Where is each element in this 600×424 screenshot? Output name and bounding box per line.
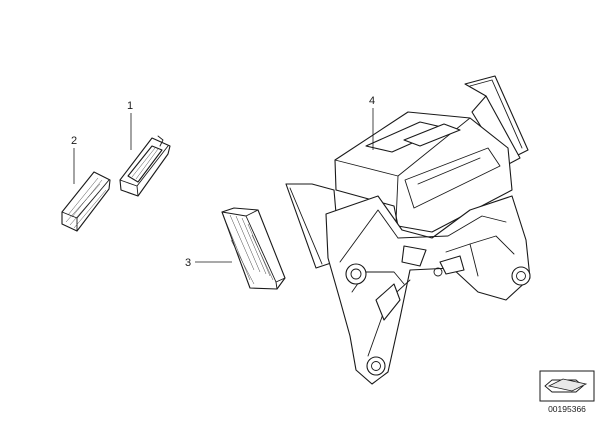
callout-label-3: 3 — [185, 257, 191, 269]
reference-box: 00195366 — [539, 370, 595, 414]
callout-label-2: 2 — [71, 135, 77, 147]
callout-4: 4 — [369, 95, 375, 150]
callout-2: 2 — [71, 135, 77, 184]
part-3-rectangular-reflector — [221, 207, 286, 290]
part-1-reflector-bracket — [119, 135, 171, 197]
callout-label-4: 4 — [369, 95, 375, 107]
next-arrow-icon — [544, 378, 588, 393]
reference-number: 00195366 — [548, 404, 586, 414]
callout-3: 3 — [185, 257, 232, 269]
callout-1: 1 — [127, 100, 133, 150]
part-2-small-reflector — [61, 171, 111, 232]
callout-label-1: 1 — [127, 100, 133, 112]
part-4-holder-bracket — [285, 75, 531, 385]
